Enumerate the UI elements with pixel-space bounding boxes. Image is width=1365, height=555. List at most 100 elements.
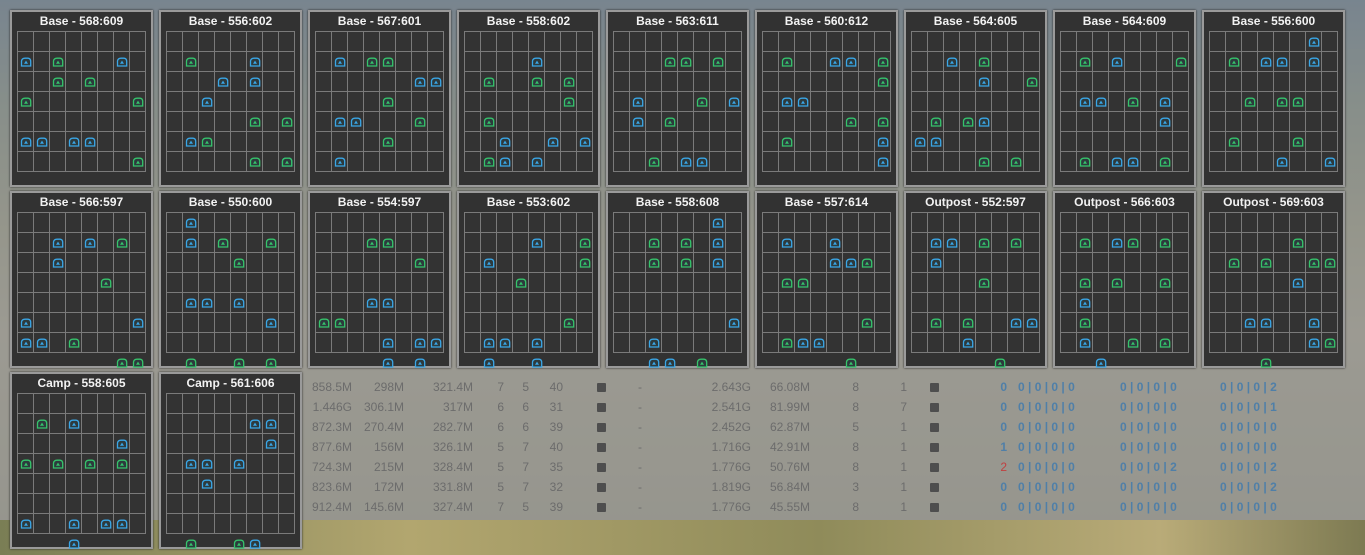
- base-preview-panel[interactable]: Outpost - 552:597: [904, 191, 1047, 368]
- green-resource-icon: [265, 358, 277, 368]
- blue-resource-icon: [978, 77, 990, 87]
- blue-resource-icon: [201, 479, 213, 489]
- blue-resource-icon: [877, 137, 889, 147]
- blue-resource-icon: [265, 419, 277, 429]
- table-cell-c13: 0 | 0 | 0 | 0: [1018, 480, 1075, 494]
- green-resource-icon: [185, 358, 197, 368]
- green-resource-icon: [334, 318, 346, 328]
- checkbox[interactable]: [597, 503, 606, 512]
- base-preview-panel[interactable]: Base - 550:600: [159, 191, 302, 368]
- base-preview-panel[interactable]: Base - 568:609: [10, 10, 153, 187]
- panel-title: Outpost - 566:603: [1074, 195, 1175, 209]
- green-resource-icon: [696, 97, 708, 107]
- checkbox[interactable]: [930, 503, 939, 512]
- green-resource-icon: [515, 278, 527, 288]
- base-preview-panel[interactable]: Camp - 561:606: [159, 372, 302, 549]
- green-resource-icon: [648, 157, 660, 167]
- table-cell-c13: 0 | 0 | 0 | 0: [1018, 440, 1075, 454]
- base-preview-panel[interactable]: Base - 557:614: [755, 191, 898, 368]
- table-cell-c2: 298M: [373, 380, 404, 394]
- table-cell-c8: 2.643G: [711, 380, 751, 394]
- green-resource-icon: [1175, 57, 1187, 67]
- base-preview-panel[interactable]: Base - 563:611: [606, 10, 749, 187]
- blue-resource-icon: [265, 318, 277, 328]
- blue-resource-icon: [664, 358, 676, 368]
- blue-resource-icon: [914, 137, 926, 147]
- blue-resource-icon: [962, 338, 974, 348]
- green-resource-icon: [861, 258, 873, 268]
- green-resource-icon: [845, 358, 857, 368]
- green-resource-icon: [1324, 258, 1336, 268]
- checkbox[interactable]: [597, 403, 606, 412]
- blue-resource-icon: [100, 519, 112, 529]
- table-cell-c12: 0: [1000, 480, 1007, 494]
- blue-resource-icon: [648, 338, 660, 348]
- base-preview-panel[interactable]: Base - 556:602: [159, 10, 302, 187]
- blue-resource-icon: [185, 238, 197, 248]
- table-cell-c13: 0 | 0 | 0 | 0: [1018, 460, 1075, 474]
- panel-title: Base - 550:600: [188, 195, 273, 209]
- checkbox[interactable]: [930, 403, 939, 412]
- blue-resource-icon: [36, 338, 48, 348]
- checkbox[interactable]: [597, 483, 606, 492]
- blue-resource-icon: [20, 137, 32, 147]
- blue-resource-icon: [797, 338, 809, 348]
- checkbox[interactable]: [930, 463, 939, 472]
- checkbox[interactable]: [597, 443, 606, 452]
- blue-resource-icon: [1010, 318, 1022, 328]
- panel-title: Base - 556:600: [1231, 14, 1316, 28]
- table-cell-c2: 215M: [373, 460, 404, 474]
- table-cell-c3: 331.8M: [432, 480, 473, 494]
- blue-resource-icon: [382, 298, 394, 308]
- base-preview-panel[interactable]: Base - 558:602: [457, 10, 600, 187]
- checkbox[interactable]: [597, 383, 606, 392]
- blue-resource-icon: [579, 137, 591, 147]
- checkbox[interactable]: [930, 423, 939, 432]
- blue-resource-icon: [483, 358, 495, 368]
- green-resource-icon: [414, 117, 426, 127]
- base-preview-panel[interactable]: Base - 564:605: [904, 10, 1047, 187]
- blue-resource-icon: [930, 137, 942, 147]
- green-resource-icon: [249, 157, 261, 167]
- table-cell-c15: 0 | 0 | 0 | 0: [1220, 500, 1277, 514]
- base-preview-panel[interactable]: Base - 567:601: [308, 10, 451, 187]
- panel-grid: [1209, 31, 1338, 172]
- base-preview-panel[interactable]: Base - 564:609: [1053, 10, 1196, 187]
- checkbox[interactable]: [597, 463, 606, 472]
- base-preview-panel[interactable]: Base - 554:597: [308, 191, 451, 368]
- base-preview-panel[interactable]: Base - 558:608: [606, 191, 749, 368]
- blue-resource-icon: [499, 137, 511, 147]
- green-resource-icon: [132, 157, 144, 167]
- panel-grid: [613, 212, 742, 368]
- green-resource-icon: [1228, 57, 1240, 67]
- checkbox[interactable]: [597, 423, 606, 432]
- green-resource-icon: [382, 97, 394, 107]
- blue-resource-icon: [632, 97, 644, 107]
- base-preview-panel[interactable]: Camp - 558:605: [10, 372, 153, 549]
- blue-resource-icon: [265, 439, 277, 449]
- checkbox[interactable]: [930, 483, 939, 492]
- blue-resource-icon: [1159, 117, 1171, 127]
- green-resource-icon: [978, 57, 990, 67]
- base-preview-panel[interactable]: Base - 566:597: [10, 191, 153, 368]
- blue-resource-icon: [84, 238, 96, 248]
- checkbox[interactable]: [930, 443, 939, 452]
- base-preview-panel[interactable]: Base - 560:612: [755, 10, 898, 187]
- base-preview-panel[interactable]: Base - 556:600: [1202, 10, 1345, 187]
- base-preview-panel[interactable]: Outpost - 569:603: [1202, 191, 1345, 368]
- blue-resource-icon: [813, 338, 825, 348]
- base-preview-panel[interactable]: Base - 553:602: [457, 191, 600, 368]
- green-resource-icon: [52, 459, 64, 469]
- table-cell-c8: 1.776G: [711, 500, 751, 514]
- green-resource-icon: [930, 318, 942, 328]
- blue-resource-icon: [249, 77, 261, 87]
- base-preview-panel[interactable]: Outpost - 566:603: [1053, 191, 1196, 368]
- checkbox[interactable]: [930, 383, 939, 392]
